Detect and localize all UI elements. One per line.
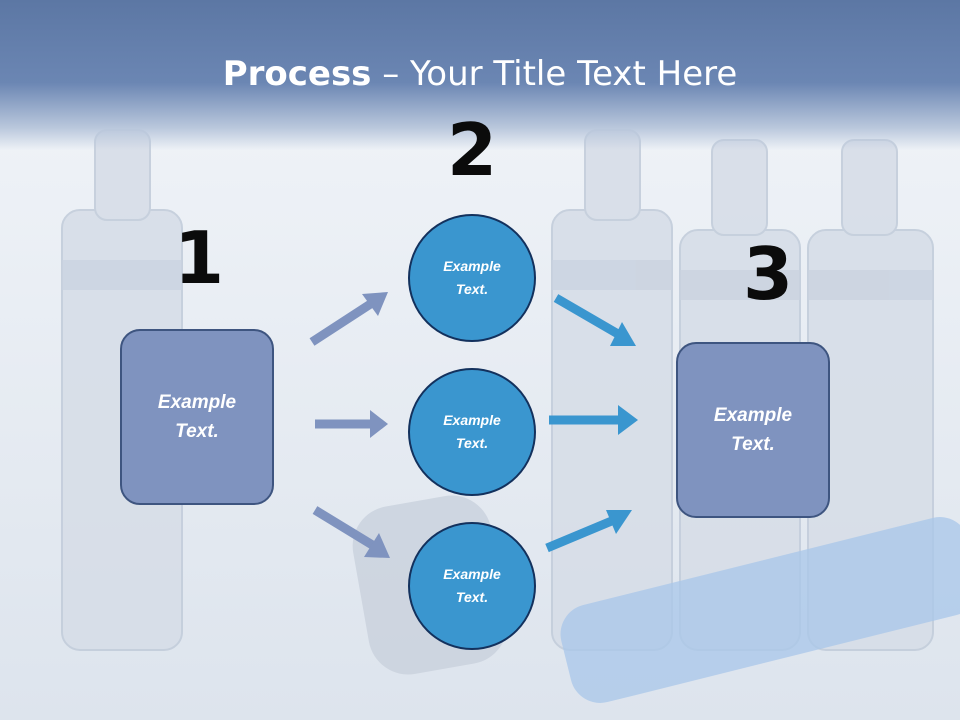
circle-bottom-text: Example Text. [443, 566, 501, 605]
arrowhead-top-3 [610, 322, 636, 346]
circle-middle-text: Example Text. [443, 412, 501, 451]
arrow-1-to-bottom [312, 506, 377, 550]
right-box: Example Text. [676, 342, 830, 518]
circle-top-text: Example Text. [443, 258, 501, 297]
arrow-top-to-3 [553, 294, 621, 338]
step-number-3: 3 [742, 232, 794, 316]
title-bar [0, 0, 960, 150]
title-bold: Process [222, 54, 372, 94]
arrow-bottom-to-3 [545, 515, 616, 553]
page-title: Process – Your Title Text Here [0, 54, 960, 94]
left-box-text: Example Text. [157, 392, 237, 442]
arrowhead-1-middle [370, 410, 388, 438]
step-number-2: 2 [446, 108, 498, 192]
circle-top: Example Text. [408, 214, 536, 342]
arrow-1-to-top [309, 299, 375, 346]
right-box-text: Example Text. [713, 405, 793, 455]
step-number-1: 1 [173, 216, 225, 300]
circle-middle: Example Text. [408, 368, 536, 496]
arrowhead-1-top [362, 292, 388, 316]
left-box: Example Text. [120, 329, 274, 505]
title-rest: – Your Title Text Here [371, 54, 738, 94]
circle-bottom: Example Text. [408, 522, 536, 650]
arrowhead-middle-3 [618, 405, 638, 435]
arrowhead-1-bottom [364, 533, 390, 558]
arrowhead-bottom-3 [606, 510, 632, 534]
